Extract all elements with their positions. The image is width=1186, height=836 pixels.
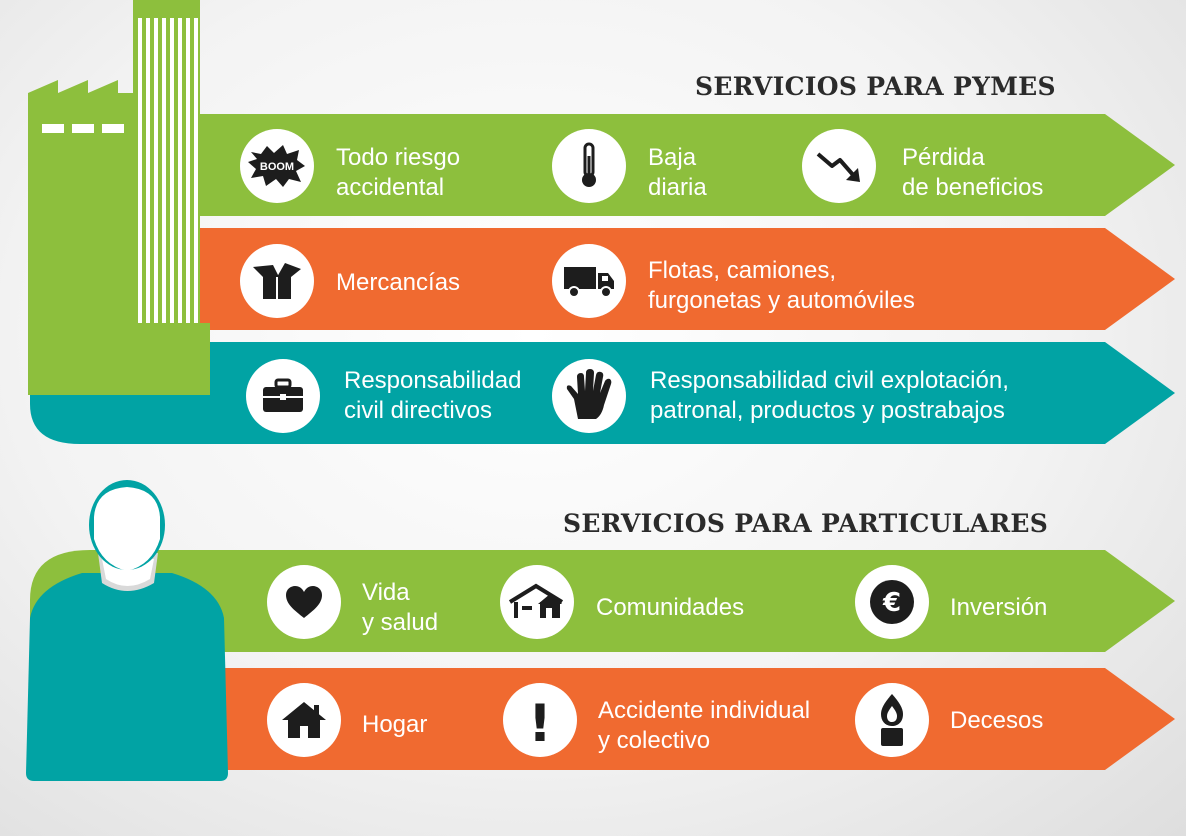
service-label: Vida y salud	[362, 579, 439, 636]
service-label: Flotas, camiones, furgonetas y automóvil…	[648, 257, 915, 314]
service-label: Accidente individual y colectivo	[598, 697, 811, 754]
box-icon	[240, 244, 314, 318]
factory-icon	[28, 0, 210, 395]
boom-icon: BOOM	[240, 129, 314, 203]
service-label: Mercancías	[336, 269, 461, 296]
trend-down-icon	[802, 129, 876, 203]
boom-icon-text: BOOM	[260, 161, 294, 173]
service-label: Comunidades	[596, 594, 745, 621]
service-label: Inversión	[950, 594, 1048, 621]
service-label: Hogar	[362, 711, 428, 738]
particulares-section-title: SERVICIOS PARA PARTICULARES	[563, 509, 1049, 538]
service-label: Pérdida de beneficios	[902, 144, 1044, 201]
service-label: Baja diaria	[648, 144, 707, 201]
exclamation-icon: !	[503, 683, 577, 757]
hand-icon	[552, 359, 626, 433]
service-label: Responsabilidad civil directivos	[344, 367, 522, 424]
candle-icon	[855, 683, 929, 757]
heart-icon	[267, 565, 341, 639]
truck-icon	[552, 244, 626, 318]
service-label: Decesos	[950, 707, 1044, 734]
service-label: Todo riesgo accidental	[336, 144, 461, 201]
euro-icon: €	[855, 565, 929, 639]
house-icon	[267, 683, 341, 757]
community-icon	[500, 565, 574, 639]
briefcase-icon	[246, 359, 320, 433]
euro-icon-text: €	[882, 588, 901, 618]
pymes-section-title: SERVICIOS PARA PYMES	[695, 72, 1056, 101]
service-label: Responsabilidad civil explotación, patro…	[650, 367, 1009, 424]
thermometer-icon	[552, 129, 626, 203]
exclamation-icon-text: !	[530, 694, 550, 747]
person-icon	[26, 480, 228, 781]
